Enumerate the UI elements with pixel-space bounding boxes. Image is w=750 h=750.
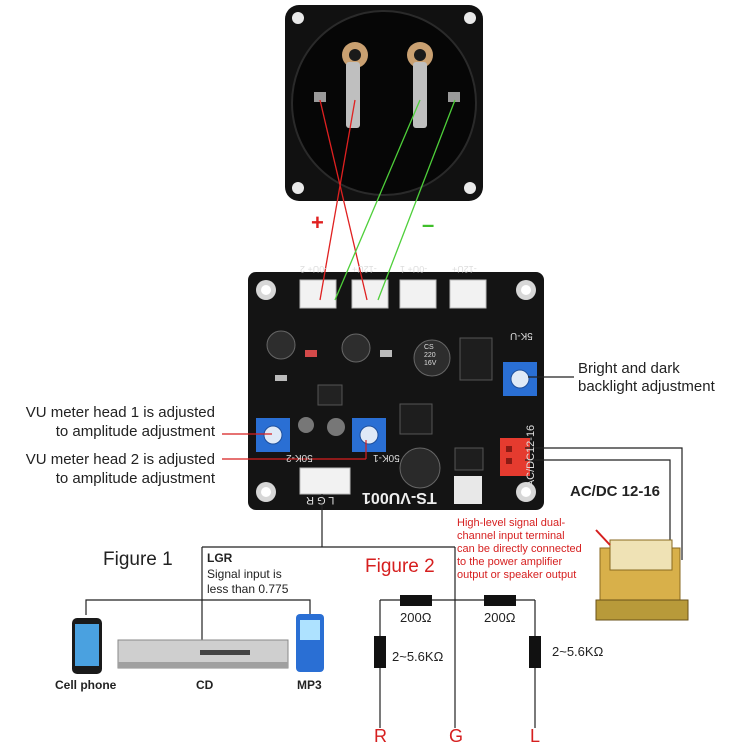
devices [72,614,324,674]
board-title: TS-VU001 [362,489,437,506]
capacitor-label: CS 220 16V [424,344,437,367]
figure2-res-top-right: 200Ω [484,610,516,625]
acdc-annotation: AC/DC 12-16 [570,483,661,500]
figure1-signal-line2: less than 0.775 [207,582,289,596]
acdc-wires [525,447,683,560]
minus-label: – [422,212,435,237]
pot-label-1: 50K-1 [373,452,400,463]
device-cd: CD [196,678,214,692]
backlight-annotation-line1: Bright and dark [578,360,680,377]
highlevel-line4: to the power amplifier [457,556,563,568]
terminal-l: L [530,726,541,746]
annotation-leaders [222,376,574,460]
figure2-title: Figure 2 [365,556,435,577]
highlevel-line5: output or speaker output [457,569,577,581]
acdc-board-label: AC/DC12-16 [525,424,538,488]
device-mp3: MP3 [297,678,322,692]
meter-wires [319,99,456,301]
connector-label-4: -12U+ [452,264,477,274]
figure1-signal-line1: Signal input is [207,567,282,581]
figure2-res-top-left: 200Ω [400,610,432,625]
plus-label: + [311,210,324,235]
vu1-annotation-line2: to amplitude adjustment [55,423,215,440]
pot-label-2: 50K-2 [286,452,313,463]
input-label: L G R [306,494,335,506]
figure1-lgr: LGR [207,551,233,565]
backlight-annotation-line2: backlight adjustment [578,378,715,395]
figure1-wiring [85,494,456,728]
figure2-res-right: 2~5.6KΩ [552,644,604,659]
vu-meter-back [285,5,483,201]
transformer [595,529,689,621]
connector-label-1: -0U+ 2 [300,264,328,274]
vu2-annotation-line1: VU meter head 2 is adjusted [25,451,215,468]
connector-label-2: -12U+ [352,264,377,274]
figure2-circuit [374,595,541,728]
figure2-res-left: 2~5.6KΩ [392,649,444,664]
highlevel-line1: High-level signal dual- [457,517,566,529]
highlevel-line3: can be directly connected [457,543,582,555]
pcb-board [248,272,544,510]
vu2-annotation-line2: to amplitude adjustment [55,470,215,487]
terminal-r: R [374,726,387,746]
pot-label: 5K-U [510,330,533,341]
device-cell-phone: Cell phone [55,678,117,692]
terminal-g: G [449,726,464,746]
vu1-annotation-line1: VU meter head 1 is adjusted [25,404,215,421]
highlevel-line2: channel input terminal [457,530,565,542]
figure1-title: Figure 1 [103,549,173,570]
connector-label-3: -0U+ 1 [400,264,428,274]
